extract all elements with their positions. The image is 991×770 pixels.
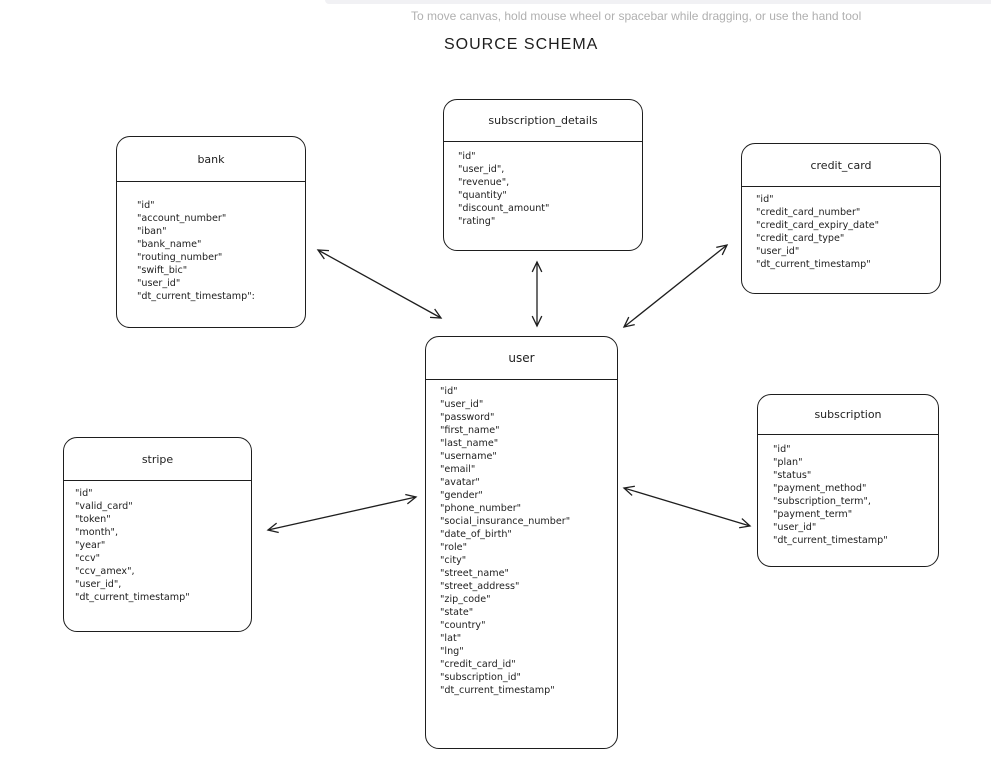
field-item: "credit_card_id" [440, 659, 516, 670]
field-item: "username" [440, 451, 497, 462]
field-list: "id" "valid_card" "token" "month", "year" "cc… [64, 481, 251, 604]
field-item: "subscription_id" [440, 672, 521, 683]
field-item: "street_address" [440, 581, 520, 592]
field-item: "user_id" [137, 278, 181, 289]
field-item: "token" [75, 514, 111, 525]
field-item: "lat" [440, 633, 462, 644]
toolbar-edge [325, 0, 991, 4]
field-item: "credit_card_type" [756, 233, 845, 244]
field-item: "first_name" [440, 425, 500, 436]
table-header: bank [117, 137, 305, 182]
field-item: "id" [137, 200, 155, 211]
table-header: stripe [64, 438, 251, 481]
field-item: "year" [75, 540, 106, 551]
field-item: "iban" [137, 226, 167, 237]
field-item: "date_of_birth" [440, 529, 512, 540]
field-item: "dt_current_timestamp" [75, 592, 190, 603]
field-list: "id" "plan" "status" "payment_method" "subsc… [758, 435, 938, 547]
field-item: "gender" [440, 490, 483, 501]
field-item: "id" [440, 386, 458, 397]
field-item: "last_name" [440, 438, 499, 449]
relation-arrow-subscription-user[interactable] [622, 485, 752, 529]
field-list: "id" "account_number" "iban" "bank_name" "ro… [117, 182, 305, 303]
field-item: "status" [773, 470, 812, 481]
field-item: "ccv" [75, 553, 101, 564]
field-item: "city" [440, 555, 467, 566]
table-subscription[interactable]: subscription "id" "plan" "status" "payment_… [757, 394, 939, 567]
field-item: "swift_bic" [137, 265, 188, 276]
table-header: credit_card [742, 144, 940, 187]
field-item: "account_number" [137, 213, 227, 224]
field-item: "plan" [773, 457, 803, 468]
table-header: subscription [758, 395, 938, 435]
field-item: "email" [440, 464, 476, 475]
field-item: "id" [773, 444, 791, 455]
field-item: "user_id", [75, 579, 122, 590]
table-credit-card[interactable]: credit_card "id" "credit_card_number" "cre… [741, 143, 941, 294]
field-item: "routing_number" [137, 252, 223, 263]
table-stripe[interactable]: stripe "id" "valid_card" "token" "month", "y… [63, 437, 252, 632]
table-header: subscription_details [444, 100, 642, 142]
field-item: "payment_method" [773, 483, 867, 494]
field-item: "discount_amount" [458, 203, 550, 214]
field-item: "dt_current_timestamp" [773, 535, 888, 546]
field-item: "street_name" [440, 568, 509, 579]
field-item: "country" [440, 620, 486, 631]
field-item: "id" [458, 151, 476, 162]
relation-arrow-stripe-user[interactable] [266, 493, 418, 534]
field-item: "password" [440, 412, 495, 423]
field-item: "quantity" [458, 190, 507, 201]
field-item: "phone_number" [440, 503, 522, 514]
field-item: "user_id" [440, 399, 484, 410]
field-item: "user_id", [458, 164, 505, 175]
field-item: "zip_code" [440, 594, 491, 605]
field-list: "id" "credit_card_number" "credit_card_exp… [742, 187, 940, 271]
field-item: "credit_card_expiry_date" [756, 220, 880, 231]
field-item: "role" [440, 542, 467, 553]
field-item: "dt_current_timestamp" [440, 685, 555, 696]
relation-arrow-subscription-details-user[interactable] [531, 260, 543, 328]
canvas-hint-text: To move canvas, hold mouse wheel or spac… [411, 9, 862, 23]
field-item: "revenue", [458, 177, 510, 188]
field-item: "lng" [440, 646, 464, 657]
canvas-hint-bar: To move canvas, hold mouse wheel or spac… [0, 0, 991, 30]
field-item: "id" [756, 194, 774, 205]
field-item: "avatar" [440, 477, 480, 488]
field-item: "dt_current_timestamp" [756, 259, 871, 270]
table-bank[interactable]: bank "id" "account_number" "iban" "bank_nam… [116, 136, 306, 328]
table-subscription-details[interactable]: subscription_details "id" "user_id", "reve… [443, 99, 643, 251]
field-item: "valid_card" [75, 501, 133, 512]
relation-arrow-bank-user[interactable] [316, 249, 443, 319]
field-item: "credit_card_number" [756, 207, 861, 218]
field-item: "user_id" [756, 246, 800, 257]
field-list: "id" "user_id", "revenue", "quantity" "disco… [444, 142, 642, 228]
field-item: "social_insurance_number" [440, 516, 571, 527]
relation-arrow-credit-card-user[interactable] [622, 244, 729, 328]
field-item: "payment_term" [773, 509, 853, 520]
field-item: "month", [75, 527, 119, 538]
table-user[interactable]: user "id" "user_id" "password" "first_name"… [425, 336, 618, 749]
field-item: "id" [75, 488, 93, 499]
field-item: "rating" [458, 216, 496, 227]
field-item: "subscription_term", [773, 496, 871, 507]
field-item: "dt_current_timestamp": [137, 291, 255, 302]
diagram-title: SOURCE SCHEMA [444, 36, 599, 53]
field-item: "state" [440, 607, 474, 618]
field-item: "bank_name" [137, 239, 202, 250]
table-header: user [426, 337, 617, 380]
field-item: "ccv_amex", [75, 566, 135, 577]
field-list: "id" "user_id" "password" "first_name" "last… [426, 380, 617, 697]
field-item: "user_id" [773, 522, 817, 533]
